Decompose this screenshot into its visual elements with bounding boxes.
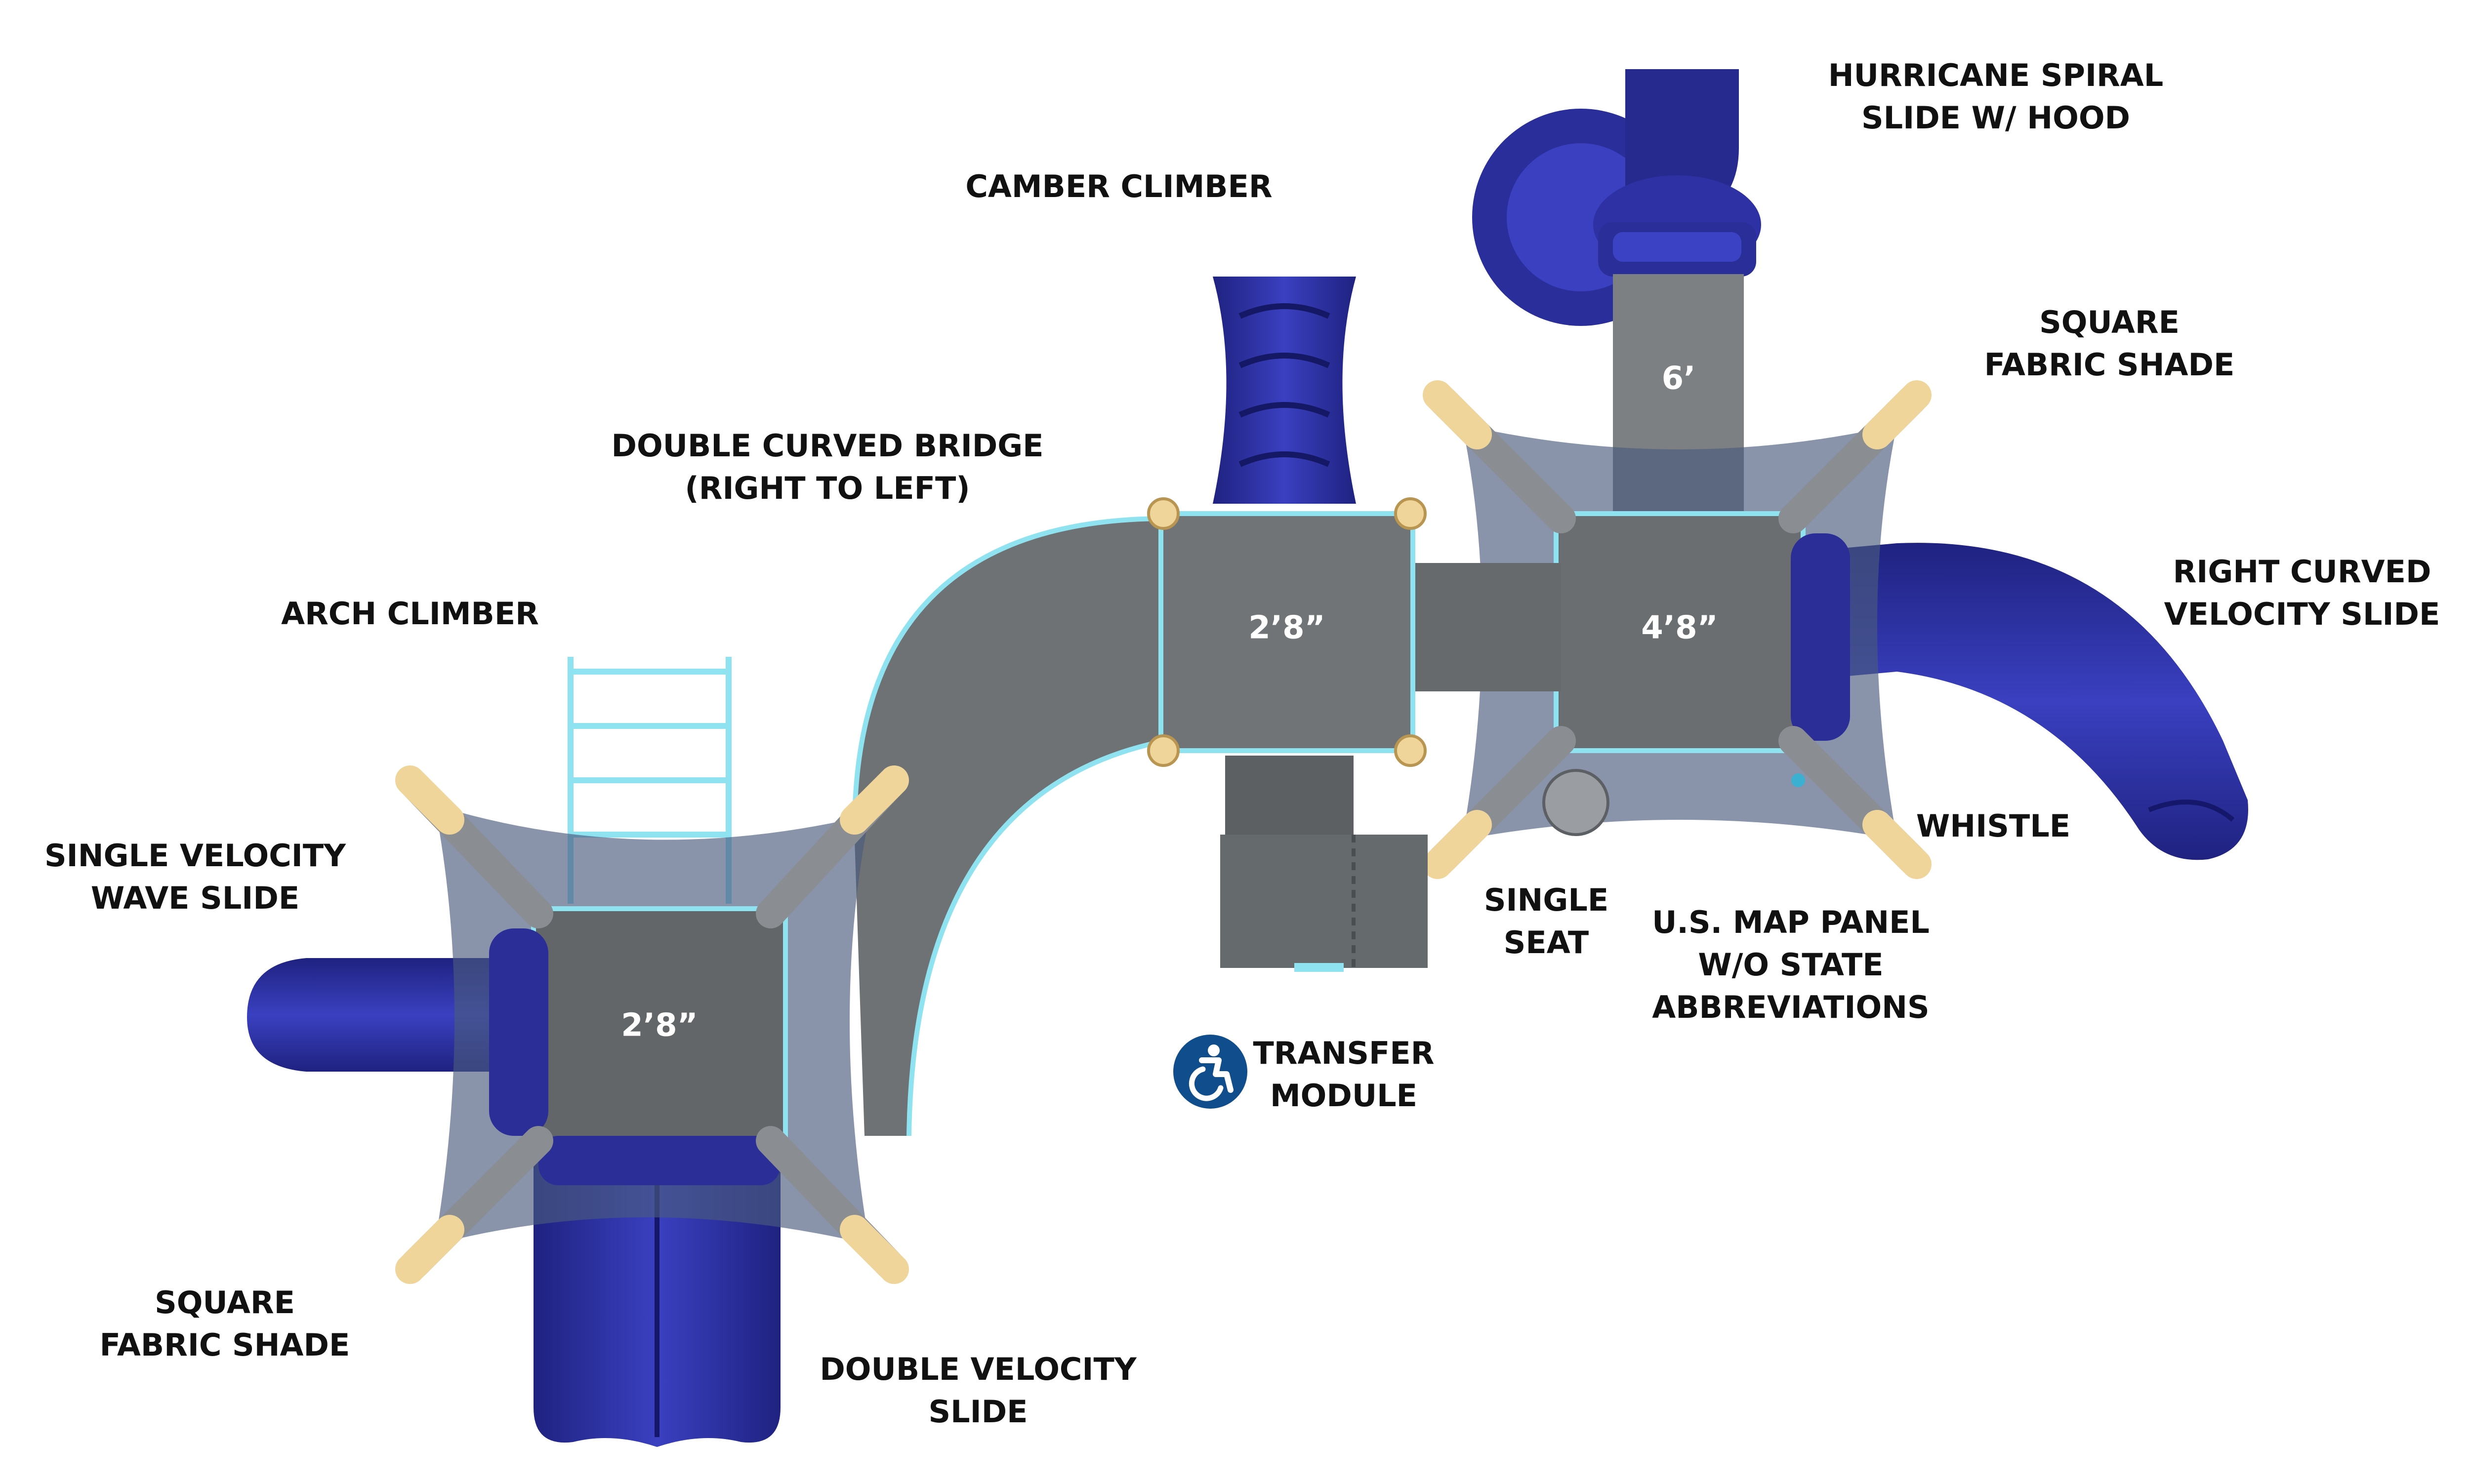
single-velocity-wave-slide	[247, 958, 504, 1072]
label-line: WHISTLE	[1916, 808, 2071, 844]
deck-right	[1556, 514, 1803, 751]
label-single-velocity-wave-slide: SINGLE VELOCITY WAVE SLIDE	[44, 835, 346, 920]
deck-middle	[1161, 514, 1413, 751]
label-line: FABRIC SHADE	[1984, 347, 2235, 383]
slide-entrance-bottom	[538, 1136, 781, 1185]
label-us-map-panel: U.S. MAP PANEL W/O STATE ABBREVIATIONS	[1652, 901, 1930, 1029]
label-line: WAVE SLIDE	[90, 880, 300, 916]
camber-climber	[1213, 277, 1356, 504]
double-curved-bridge	[854, 519, 1166, 1136]
right-curved-velocity-slide	[1788, 543, 2248, 860]
label-line: SLIDE W/ HOOD	[1861, 100, 2130, 136]
hurricane-spiral-slide	[1472, 69, 1761, 326]
whistle-part	[1791, 773, 1805, 787]
label-line: SLIDE	[928, 1394, 1028, 1430]
label-line: SQUARE	[155, 1284, 295, 1321]
label-line: (RIGHT TO LEFT)	[685, 470, 970, 506]
label-camber-climber: CAMBER CLIMBER	[965, 165, 1272, 208]
label-hurricane-spiral-slide: HURRICANE SPIRAL SLIDE W/ HOOD	[1828, 54, 2164, 139]
label-line: FABRIC SHADE	[99, 1327, 350, 1363]
label-line: SQUARE	[2039, 304, 2180, 340]
single-seat-ball	[1542, 769, 1609, 836]
label-line: HURRICANE SPIRAL	[1828, 57, 2164, 93]
label-line: SEAT	[1503, 924, 1589, 961]
posts-right	[1423, 380, 1932, 879]
label-line: SINGLE	[1483, 882, 1609, 918]
slide-entrance-right	[1791, 533, 1850, 741]
label-line: U.S. MAP PANEL	[1652, 904, 1930, 940]
posts-left	[395, 765, 909, 1284]
label-line: MODULE	[1270, 1078, 1418, 1114]
label-line: RIGHT CURVED	[2173, 554, 2431, 590]
label-line: ABBREVIATIONS	[1652, 989, 1930, 1025]
label-line: W/O STATE	[1698, 947, 1884, 983]
deck-top-height: 6’	[1662, 361, 1696, 397]
posts-middle	[1147, 497, 1427, 767]
label-double-curved-bridge: DOUBLE CURVED BRIDGE (RIGHT TO LEFT)	[612, 425, 1044, 510]
label-line: TRANSFER	[1253, 1035, 1435, 1071]
label-double-velocity-slide: DOUBLE VELOCITY SLIDE	[820, 1348, 1136, 1433]
deck-left-height: 2’8”	[621, 1007, 698, 1044]
deck-left	[534, 909, 785, 1146]
label-arch-climber: ARCH CLIMBER	[281, 593, 539, 635]
deck-middle-height: 2’8”	[1248, 610, 1325, 646]
label-whistle: WHISTLE	[1916, 805, 2070, 847]
deck-connector	[1403, 563, 1561, 691]
label-line: SINGLE VELOCITY	[44, 838, 346, 874]
label-square-shade-left: SQUARE FABRIC SHADE	[100, 1282, 350, 1366]
deck-right-height: 4’8”	[1641, 610, 1718, 646]
label-transfer-module: TRANSFER MODULE	[1253, 1032, 1434, 1117]
label-line: CAMBER CLIMBER	[965, 168, 1273, 204]
label-line: VELOCITY SLIDE	[2164, 596, 2440, 632]
label-right-curved-velocity-slide: RIGHT CURVED VELOCITY SLIDE	[2164, 551, 2440, 636]
accessibility-glyph	[1189, 1044, 1234, 1101]
label-line: ARCH CLIMBER	[281, 596, 539, 632]
label-line: DOUBLE CURVED BRIDGE	[611, 428, 1044, 464]
label-single-seat: SINGLE SEAT	[1484, 879, 1608, 964]
label-line: DOUBLE VELOCITY	[820, 1351, 1137, 1387]
slide-entrance-left	[489, 928, 548, 1136]
label-square-shade-right: SQUARE FABRIC SHADE	[1984, 301, 2235, 386]
transfer-module	[1220, 756, 1428, 972]
accessibility-icon	[1173, 1035, 1247, 1109]
